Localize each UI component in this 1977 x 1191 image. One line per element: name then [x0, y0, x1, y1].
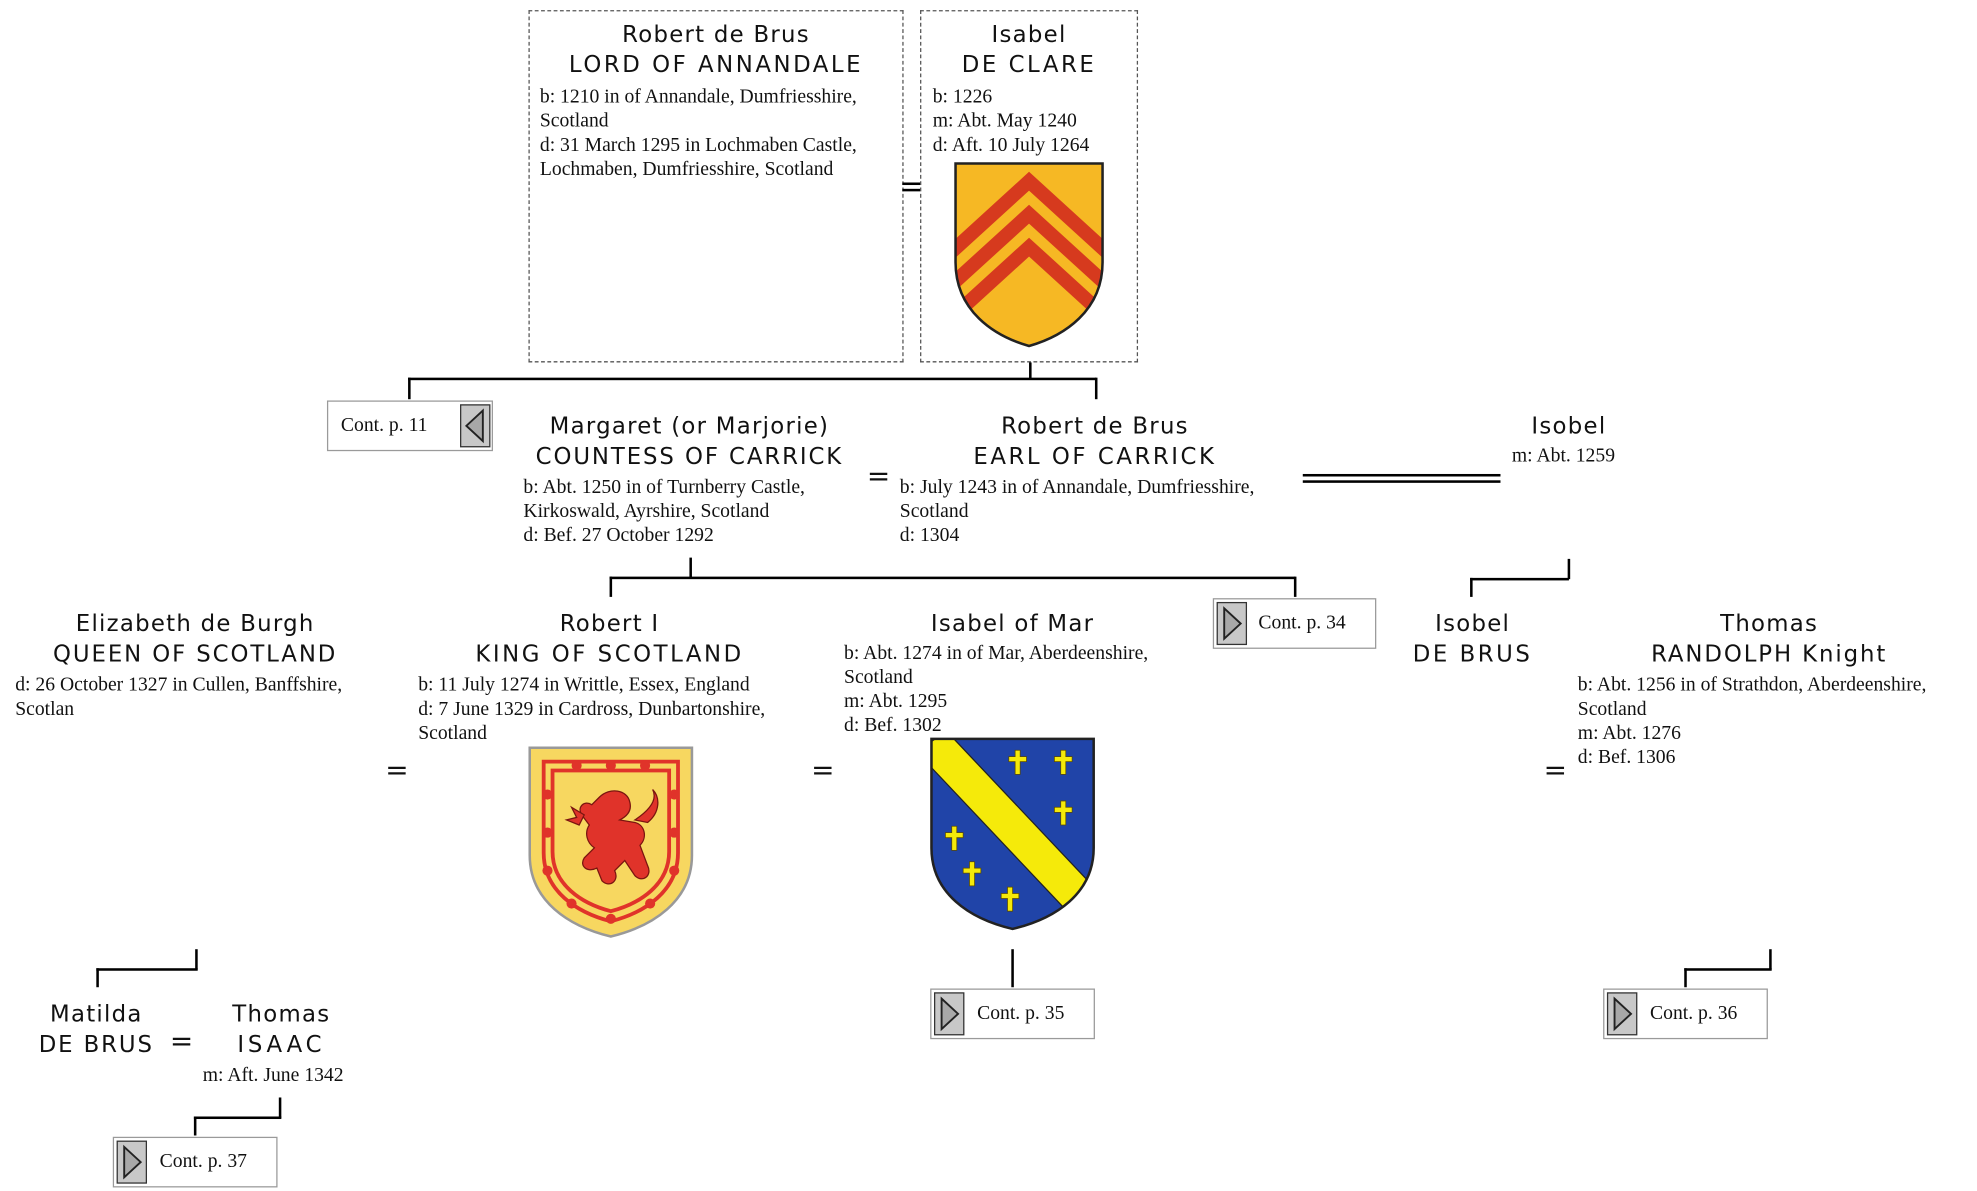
person-title: LORD OF ANNANDALE [568, 51, 864, 79]
person-name-thomas-randolph: Thomas RANDOLPH Knight [1609, 610, 1928, 671]
marriage-line [902, 182, 921, 185]
person-details-thomas-isaac: m: Aft. June 1342 [202, 1064, 344, 1087]
continuation-label: Cont. p. 11 [340, 414, 428, 436]
person-details-isabel-clare: b: 1226 m: Abt. May 1240 d: Aft. 10 July… [932, 86, 1090, 156]
tree-line [1684, 968, 1687, 988]
person-details-isabel-mar: b: Abt. 1274 in of Mar, Aberdeenshire, S… [844, 642, 1149, 737]
continuation-link-p35[interactable]: Cont. p. 35 [930, 988, 1095, 1040]
marriage-line [1302, 473, 1501, 476]
tree-line [408, 377, 410, 400]
person-title: DE BRUS [38, 1031, 154, 1059]
tree-line [1470, 577, 1472, 597]
marriage-line [902, 188, 921, 191]
arrow-left-icon [460, 404, 491, 448]
person-name-robert-carrick: Robert de Brus EARL OF CARRICK [902, 412, 1287, 473]
person-box-robert-annandale [528, 10, 904, 363]
arrow-right-icon [116, 1140, 148, 1184]
continuation-link-p37[interactable]: Cont. p. 37 [112, 1136, 278, 1188]
tree-line [96, 968, 99, 988]
person-title: EARL OF CARRICK [973, 443, 1217, 471]
continuation-label: Cont. p. 37 [159, 1150, 248, 1173]
tree-line [609, 576, 612, 597]
person-title: ISAAC [237, 1031, 326, 1059]
tree-line [609, 576, 1296, 579]
tree-line [96, 968, 198, 971]
continuation-label: Cont. p. 35 [977, 1002, 1065, 1024]
tree-line [278, 1097, 281, 1118]
person-details-robert-i: b: 11 July 1274 in Writtle, Essex, Engla… [418, 674, 766, 744]
continuation-link-p34[interactable]: Cont. p. 34 [1212, 598, 1377, 649]
person-title: COUNTESS OF CARRICK [535, 443, 844, 471]
person-details-thomas-randolph: b: Abt. 1256 in of Strathdon, Aberdeensh… [1577, 674, 1927, 768]
person-name-isobel-debrus: Isobel DE BRUS [1399, 610, 1546, 671]
tree-line [195, 949, 198, 970]
royal-scotland-lion-crest-icon [528, 746, 694, 938]
person-title: KING OF SCOTLAND [475, 641, 744, 668]
mar-bend-crosslets-crest-icon [930, 737, 1095, 931]
person-title: RANDOLPH Knight [1651, 641, 1888, 668]
person-name-isabel-mar: Isabel of Mar [930, 610, 1095, 638]
person-name-robert-i: Robert I KING OF SCOTLAND [431, 610, 788, 671]
person-details-margaret: b: Abt. 1250 in of Turnberry Castle, Kir… [523, 476, 805, 547]
person-title: QUEEN OF SCOTLAND [53, 641, 338, 668]
clare-chevrons-crest-icon [954, 162, 1104, 348]
marriage-symbol: = [169, 1026, 194, 1059]
continuation-link-p11[interactable]: Cont. p. 11 [326, 400, 493, 452]
marriage-symbol: = [811, 755, 835, 787]
marriage-symbol: = [385, 755, 409, 787]
person-title: DE BRUS [1412, 641, 1533, 668]
person-details-elizabeth: d: 26 October 1327 in Cullen, Banffshire… [15, 674, 343, 720]
arrow-right-icon [1606, 992, 1638, 1036]
tree-line [1684, 968, 1772, 971]
tree-line [408, 377, 1097, 380]
tree-line [193, 1116, 196, 1136]
person-title: DE CLARE [961, 51, 1097, 79]
tree-line [1567, 558, 1570, 580]
person-name-isabel-clare: Isabel DE CLARE [923, 20, 1136, 81]
tree-line [689, 557, 692, 578]
tree-line [1011, 949, 1014, 988]
tree-line [1029, 362, 1031, 379]
person-name-isobel: Isobel [1531, 413, 1607, 440]
person-details-isobel: m: Abt. 1259 [1511, 444, 1616, 467]
person-name-robert-annandale: Robert de Brus LORD OF ANNANDALE [532, 20, 900, 81]
person-name-thomas-isaac: Thomas ISAAC [215, 1000, 347, 1061]
marriage-symbol: = [1543, 755, 1567, 787]
arrow-right-icon [1216, 601, 1248, 646]
person-box-isabel-clare [920, 10, 1139, 363]
tree-line [1769, 949, 1772, 970]
continuation-link-p36[interactable]: Cont. p. 36 [1603, 988, 1768, 1040]
person-details-robert-carrick: b: July 1243 in of Annandale, Dumfriessh… [899, 476, 1255, 547]
continuation-label: Cont. p. 34 [1258, 612, 1346, 634]
tree-line [1293, 576, 1296, 597]
tree-line [1470, 577, 1569, 580]
person-name-elizabeth: Elizabeth de Burgh QUEEN OF SCOTLAND [8, 610, 383, 671]
person-details-robert-annandale: b: 1210 in of Annandale, Dumfriesshire, … [539, 86, 857, 180]
tree-line [1094, 377, 1097, 400]
person-name-matilda: Matilda DE BRUS [25, 1000, 167, 1061]
person-name-margaret: Margaret (or Marjorie) COUNTESS OF CARRI… [515, 412, 865, 473]
marriage-line [1302, 480, 1501, 483]
continuation-label: Cont. p. 36 [1650, 1002, 1738, 1024]
tree-line [193, 1116, 282, 1119]
arrow-right-icon [934, 992, 965, 1036]
marriage-symbol: = [866, 461, 891, 493]
